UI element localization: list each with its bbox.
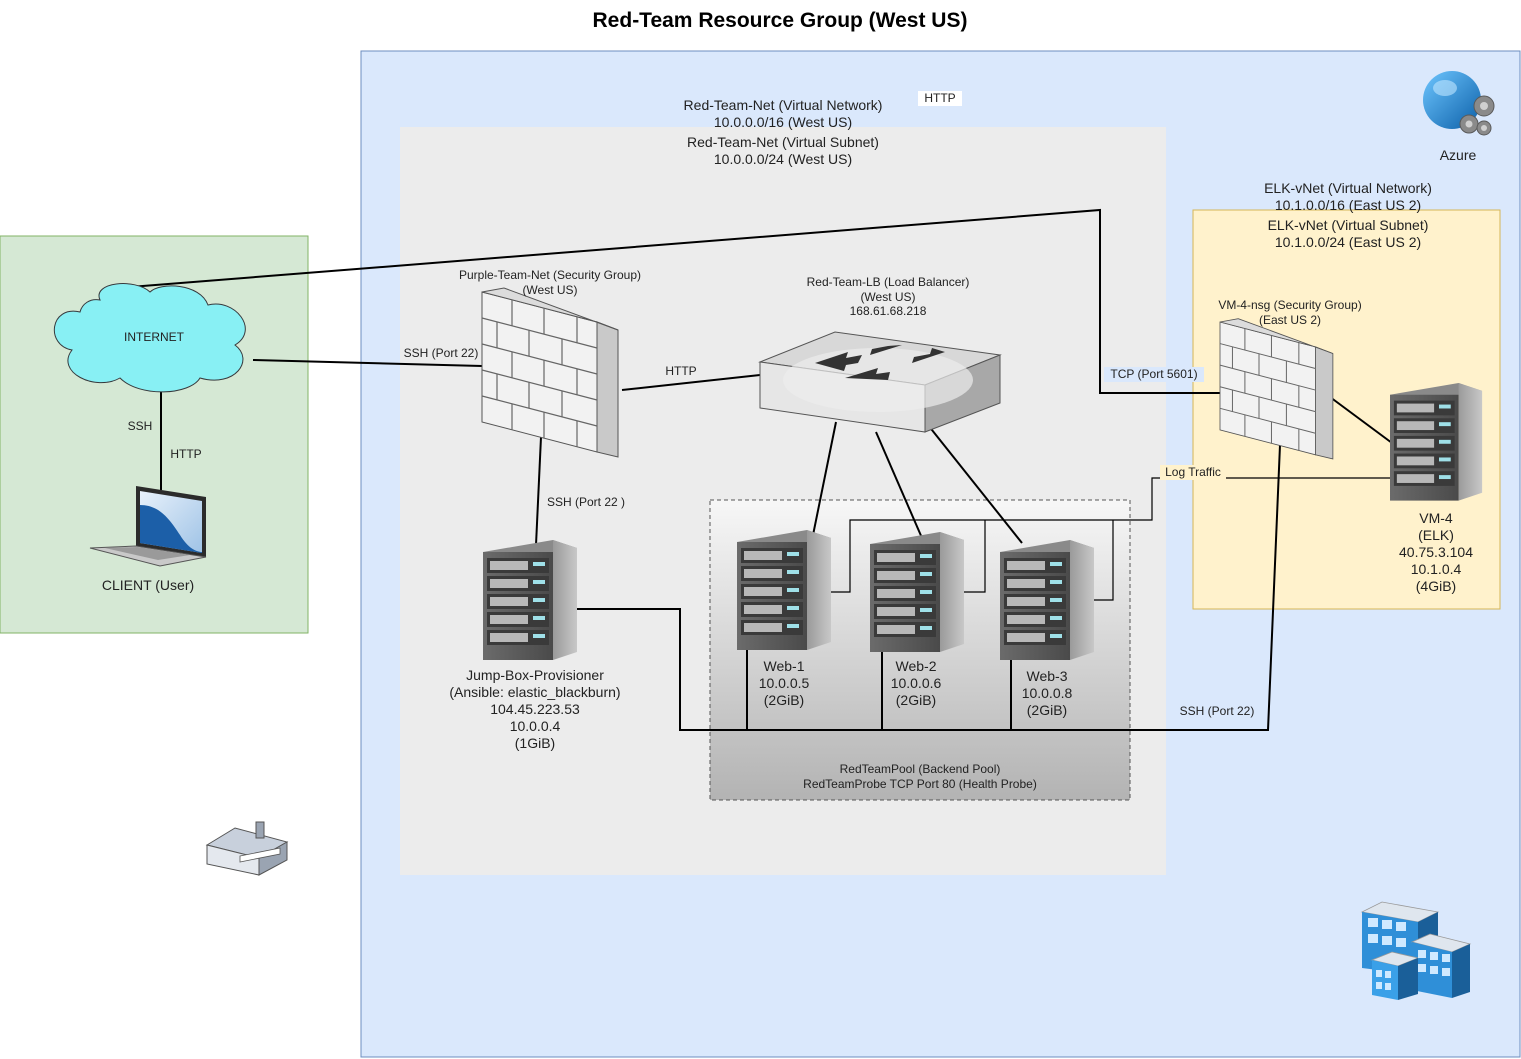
web2-label: Web-2 10.0.0.6 (2GiB) — [876, 658, 956, 709]
vm4-private-ip: 10.1.0.4 — [1410, 561, 1462, 578]
web3-memory: (2GiB) — [1026, 702, 1068, 719]
red-team-subnet-cidr: 10.0.0.0/24 (West US) — [713, 151, 853, 168]
client-label: CLIENT (User) — [101, 577, 195, 593]
load-balancer-icon — [758, 331, 1002, 433]
lb-name: Red-Team-LB (Load Balancer) — [806, 275, 970, 289]
red-team-net-name: Red-Team-Net (Virtual Network) — [683, 97, 883, 113]
jump-box-ansible: (Ansible: elastic_blackburn) — [449, 684, 621, 701]
elk-subnet-cidr: 10.1.0.0/24 (East US 2) — [1274, 234, 1422, 251]
edge-label-ssh-port22-internet: SSH (Port 22) — [403, 346, 479, 360]
web3-ip: 10.0.0.8 — [1021, 685, 1073, 702]
web1-ip: 10.0.0.5 — [758, 675, 810, 692]
vm4-nsg-region: (East US 2) — [1258, 312, 1321, 327]
edge-internet-to-elk — [129, 208, 1220, 394]
web2-ip: 10.0.0.6 — [890, 675, 942, 692]
vm4-nsg-name: VM-4-nsg (Security Group) — [1218, 298, 1362, 312]
red-team-subnet-label: Red-Team-Net (Virtual Subnet) 10.0.0.0/2… — [640, 134, 926, 168]
red-team-net-label: Red-Team-Net (Virtual Network) 10.0.0.0/… — [640, 97, 926, 131]
edge-label-log-traffic: Log Traffic — [1160, 465, 1226, 480]
vm4-public-ip: 40.75.3.104 — [1399, 544, 1473, 561]
elk-subnet-label: ELK-vNet (Virtual Subnet) 10.1.0.0/24 (E… — [1228, 217, 1468, 251]
jump-box-name: Jump-Box-Provisioner — [466, 667, 604, 683]
vm4-memory: (4GiB) — [1415, 578, 1457, 595]
edge-lb-to-web3 — [927, 424, 1023, 544]
web3-name: Web-3 — [1026, 668, 1068, 684]
edge-purple-sg-to-lb — [621, 374, 761, 391]
purple-sg-region: (West US) — [522, 282, 578, 297]
web1-memory: (2GiB) — [763, 692, 805, 709]
backend-pool-name: RedTeamPool (Backend Pool) — [839, 762, 1001, 776]
ssh-label: SSH — [127, 419, 153, 433]
vm4-role: (ELK) — [1418, 527, 1454, 544]
laptop-icon — [89, 486, 207, 567]
azure-label: Azure — [1439, 147, 1477, 163]
elk-net-cidr: 10.1.0.0/16 (East US 2) — [1274, 197, 1422, 214]
top-http-label: HTTP — [918, 91, 962, 106]
web1-name: Web-1 — [763, 658, 805, 674]
purple-sg-label: Purple-Team-Net (Security Group) (West U… — [430, 268, 670, 297]
web2-memory: (2GiB) — [895, 692, 937, 709]
connectors — [129, 208, 1393, 731]
jump-box-private-ip: 10.0.0.4 — [509, 718, 561, 735]
edge-label-ssh-port22-elk: SSH (Port 22) — [1179, 704, 1255, 718]
edge-nsg-to-vm4 — [1329, 396, 1393, 444]
purple-sg-name: Purple-Team-Net (Security Group) — [458, 268, 642, 282]
jump-box-public-ip: 104.45.223.53 — [490, 701, 580, 718]
vm4-label: VM-4 (ELK) 40.75.3.104 10.1.0.4 (4GiB) — [1386, 510, 1486, 595]
elk-net-label: ELK-vNet (Virtual Network) 10.1.0.0/16 (… — [1228, 180, 1468, 214]
edge-label-ssh-port22-jump: SSH (Port 22 ) — [546, 495, 626, 509]
web1-label: Web-1 10.0.0.5 (2GiB) — [744, 658, 824, 709]
web2-server-icon — [870, 532, 964, 652]
jump-box-server-icon — [483, 540, 577, 660]
edge-label-tcp-5601: TCP (Port 5601) — [1104, 367, 1204, 382]
vm4-nsg-label: VM-4-nsg (Security Group) (East US 2) — [1200, 298, 1380, 327]
diagram-title: Red-Team Resource Group (West US) — [592, 9, 968, 32]
edge-ssh-bus — [577, 444, 1281, 731]
web3-label: Web-3 10.0.0.8 (2GiB) — [1007, 668, 1087, 719]
http-label: HTTP — [170, 447, 202, 461]
office-buildings-icon — [1360, 901, 1472, 1000]
lb-region: (West US) — [860, 289, 916, 304]
edge-lb-to-web1 — [811, 421, 837, 541]
web3-server-icon — [1000, 540, 1094, 660]
vm4-server-icon — [1390, 383, 1483, 501]
edge-purple-sg-to-jump-box — [535, 436, 542, 546]
lb-label: Red-Team-LB (Load Balancer) (West US) 16… — [778, 275, 998, 319]
jump-box-memory: (1GiB) — [514, 735, 556, 752]
backend-pool-label: RedTeamPool (Backend Pool) RedTeamProbe … — [710, 762, 1130, 791]
edge-internet-to-purple-sg — [252, 359, 483, 367]
edge-label-http-fw-lb: HTTP — [665, 364, 697, 378]
red-team-net-cidr: 10.0.0.0/16 (West US) — [713, 114, 853, 131]
red-team-subnet-name: Red-Team-Net (Virtual Subnet) — [687, 134, 879, 150]
house-icon — [205, 821, 289, 876]
health-probe-name: RedTeamProbe TCP Port 80 (Health Probe) — [803, 776, 1037, 791]
elk-net-name: ELK-vNet (Virtual Network) — [1264, 180, 1432, 196]
jump-box-label: Jump-Box-Provisioner (Ansible: elastic_b… — [420, 667, 650, 752]
web1-server-icon — [737, 530, 831, 650]
internet-label: INTERNET — [124, 330, 184, 344]
web2-name: Web-2 — [895, 658, 937, 674]
elk-subnet-name: ELK-vNet (Virtual Subnet) — [1267, 217, 1429, 233]
azure-icon — [1423, 71, 1495, 136]
internet-cloud-icon — [54, 283, 246, 393]
vm4-name: VM-4 — [1419, 510, 1453, 526]
lb-ip: 168.61.68.218 — [849, 304, 927, 319]
